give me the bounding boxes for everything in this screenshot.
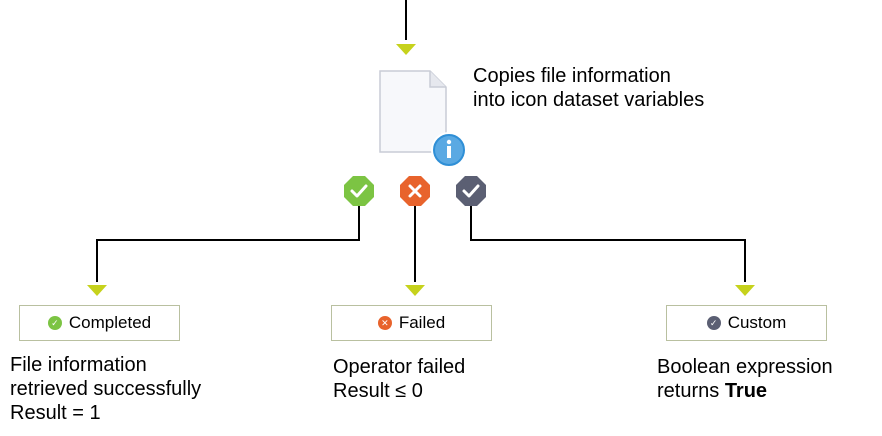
custom-description: Boolean expression returns True [657,355,833,403]
failed-label: Failed [398,313,446,332]
operator-description-line-2: into icon dataset variables [473,89,705,111]
check-icon: ✓ [47,316,62,330]
failed-description-line-2: Result ≤ 0 [333,380,423,402]
x-icon: ✕ [377,316,392,330]
custom-description-prefix: returns [657,380,725,402]
failed-arrow [405,285,425,296]
operator-description-line-1: Copies file information [473,65,671,87]
custom-port-icon [456,176,486,206]
completed-port-icon [344,176,374,206]
completed-description: File information retrieved successfully … [10,353,201,425]
custom-description-bold: True [724,380,768,402]
completed-connector [96,206,360,282]
info-icon [431,132,467,168]
operator-description: Copies file information into icon datase… [473,64,704,112]
custom-description-line-2: returns True [657,379,833,403]
completed-description-line-2: retrieved successfully [10,378,202,400]
completed-description-line-1: File information [10,354,147,376]
custom-arrow [735,285,755,296]
failed-description-line-1: Operator failed [333,356,466,378]
document-icon [379,70,447,153]
custom-connector [470,206,746,282]
failed-port-icon [400,176,430,206]
custom-label: Custom [727,313,787,332]
completed-label: Completed [68,313,152,332]
custom-outcome-box: ✓ Custom [666,305,827,341]
completed-arrow [87,285,107,296]
failed-description: Operator failed Result ≤ 0 [333,355,465,403]
failed-outcome-box: ✕ Failed [331,305,492,341]
completed-description-line-3: Result = 1 [10,402,101,424]
custom-description-line-1: Boolean expression [657,356,833,378]
custom-check-icon: ✓ [706,316,721,330]
incoming-arrow [396,44,416,55]
completed-outcome-box: ✓ Completed [19,305,180,341]
